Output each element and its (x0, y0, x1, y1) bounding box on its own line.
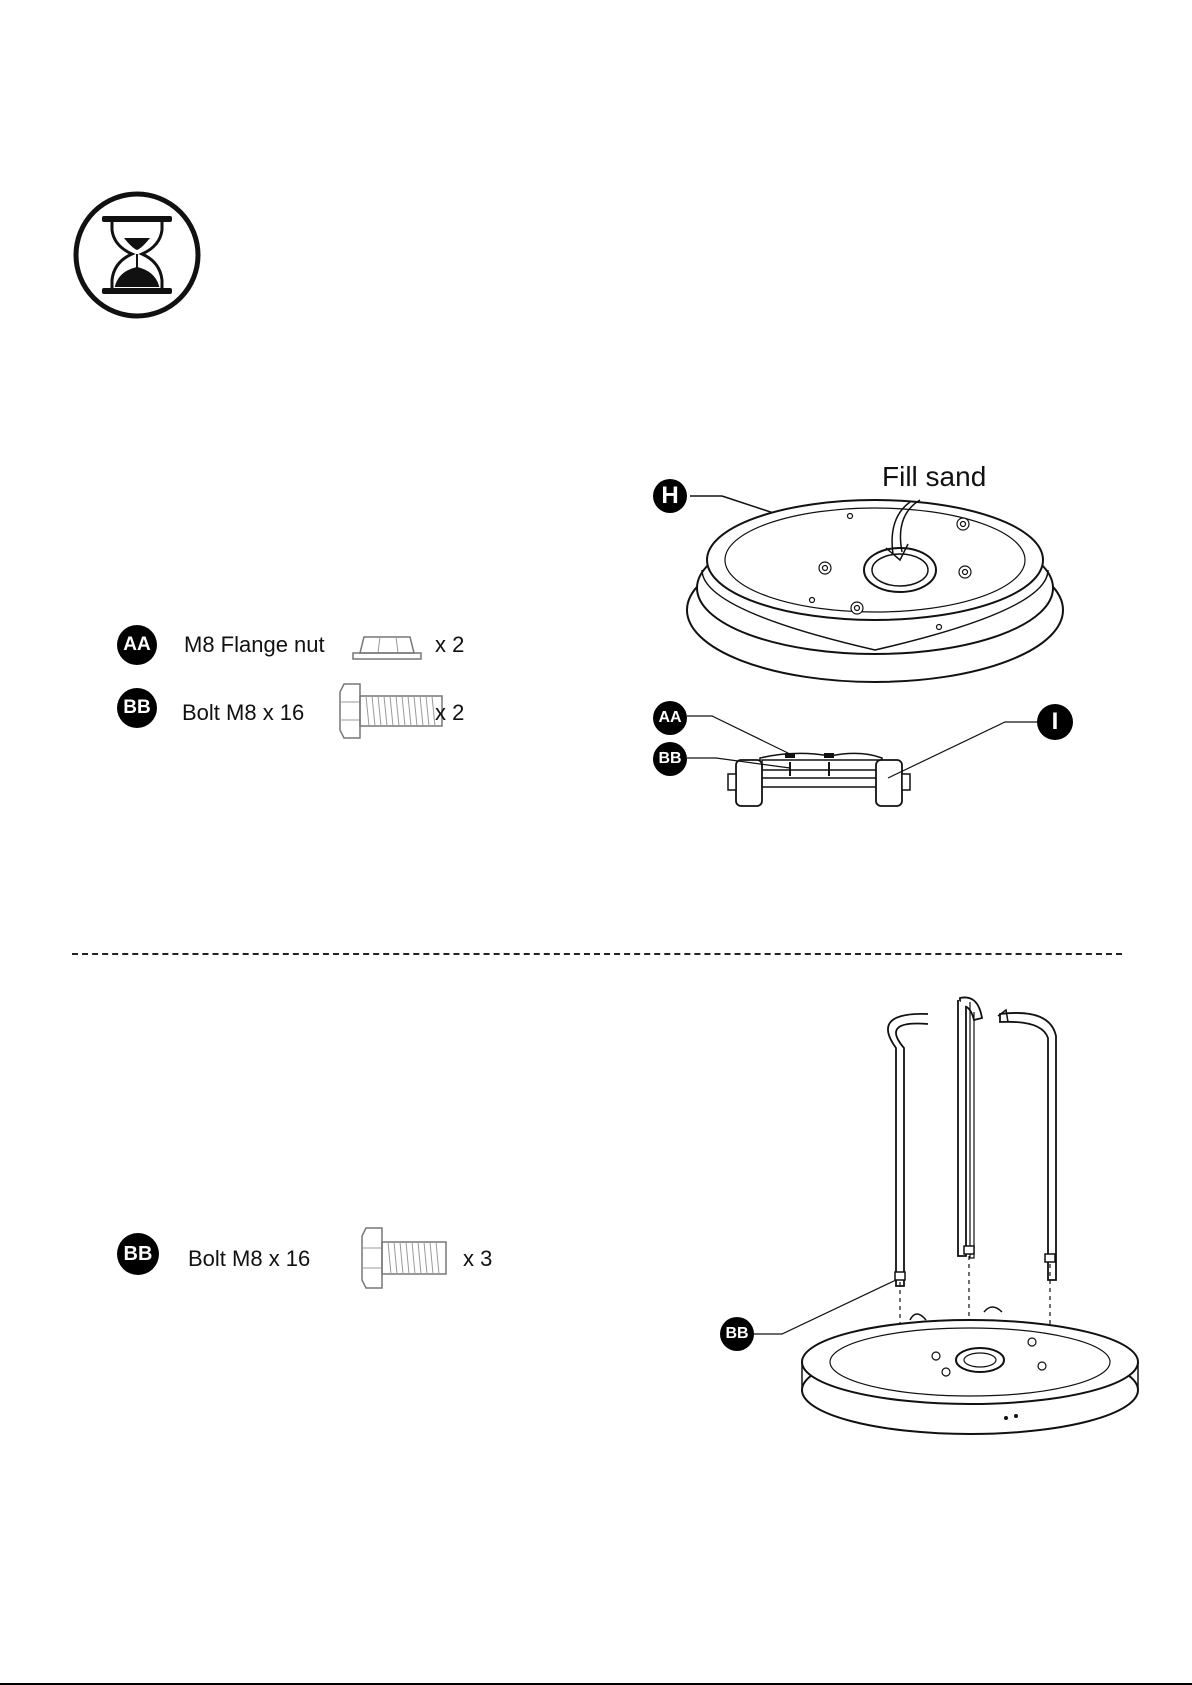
step-divider (72, 953, 1122, 955)
part-name: M8 Flange nut (184, 632, 325, 658)
callout-bb: BB (720, 1317, 754, 1351)
callout-aa: AA (653, 701, 687, 735)
callout-h: H (653, 479, 687, 513)
callout-i: I (1037, 704, 1073, 740)
part-quantity: x 3 (463, 1246, 492, 1272)
bolt-icon (338, 682, 448, 740)
part-badge-aa: AA (117, 625, 157, 665)
frame-assembly-illustration (720, 990, 1140, 1440)
part-name: Bolt M8 x 16 (182, 700, 304, 726)
hourglass-icon (72, 190, 202, 320)
part-name: Bolt M8 x 16 (188, 1246, 310, 1272)
part-quantity: x 2 (435, 700, 464, 726)
part-badge-bb: BB (117, 688, 157, 728)
part-quantity: x 2 (435, 632, 464, 658)
flange-nut-icon (352, 633, 422, 663)
base-and-wheels-illustration (650, 460, 1090, 820)
callout-bb: BB (653, 742, 687, 776)
part-badge-bb: BB (117, 1233, 159, 1275)
bolt-icon (360, 1226, 450, 1290)
